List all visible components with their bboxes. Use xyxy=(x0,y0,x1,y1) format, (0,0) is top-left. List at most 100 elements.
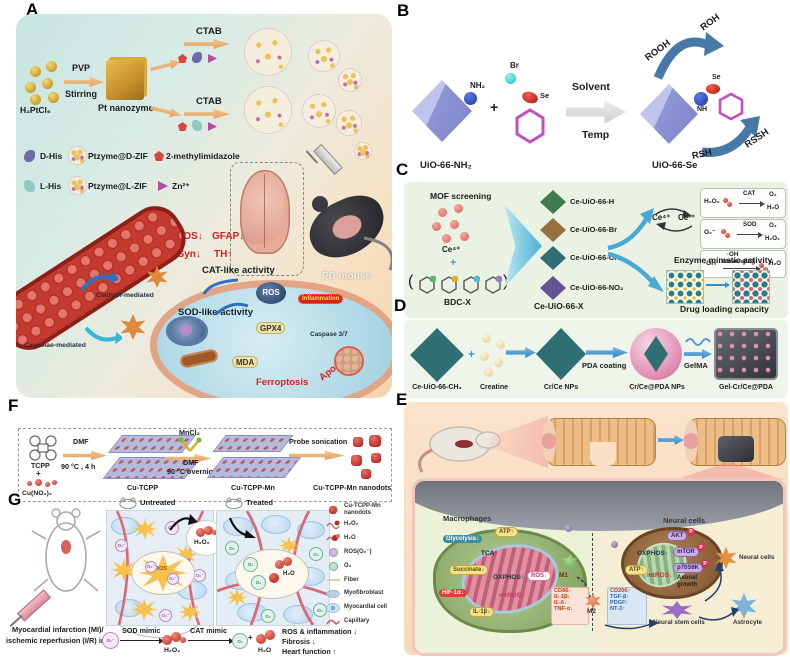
plus-sign: + xyxy=(36,469,41,478)
spinal-cross-section xyxy=(542,420,556,462)
cat-arrow xyxy=(739,199,765,209)
arrow xyxy=(506,347,536,358)
asyn-down-label: α-Syn↓ xyxy=(168,249,201,260)
ce-uio66-no2-label: Ce-UiO-66-NO₂ xyxy=(570,283,624,292)
atp2-badge: ATP↑ xyxy=(625,565,648,575)
o2minus-label: O₂⁻ xyxy=(117,542,126,548)
legend-label: H₂O xyxy=(344,534,356,541)
o2-label: O₂ xyxy=(313,551,319,557)
ce-ion xyxy=(460,232,469,241)
astrocyte-label: Astrocyte xyxy=(733,619,763,626)
creatine-dot xyxy=(482,334,491,343)
phospho-p: P xyxy=(701,560,709,568)
outcome-3: Heart function ↑ xyxy=(282,647,337,656)
uio66-nh2-octahedron xyxy=(412,80,472,142)
caveolae-label: Caveolae-mediated xyxy=(24,342,86,349)
h2ptcl6-label: H₂PtCl₆ xyxy=(20,105,51,115)
d-his-label: D-His xyxy=(40,151,63,161)
gfap-down-label: GFAP↓ xyxy=(212,231,245,242)
outcome-1: ROS & inflammation ↓ xyxy=(282,627,358,636)
branch-arrow-top xyxy=(607,208,654,251)
treated-label: Treated xyxy=(246,498,274,507)
panel-e-letter: E xyxy=(396,390,408,409)
ros-down-label: ROS↓ xyxy=(176,231,203,242)
clathrin-arrow xyxy=(80,272,118,292)
nanodot xyxy=(369,435,381,447)
legend-item: Myofibroblast xyxy=(326,588,398,600)
m1-cytokine-1: CD86↓ xyxy=(554,588,572,594)
ptzyme-zif-particle xyxy=(244,28,292,76)
superoxide-dot: O₂⁻ xyxy=(102,632,119,649)
o2-label: O₂ xyxy=(229,545,235,551)
sod-enzyme: SOD xyxy=(743,221,757,228)
o2-label: O₂ xyxy=(247,562,254,567)
nsc-arrow-right xyxy=(698,607,739,621)
cat-reaction-box: H₂O₂ CAT O₂ H₂O xyxy=(700,188,786,218)
h2o-molecule xyxy=(275,557,293,569)
pda-coating-label: PDA coating xyxy=(582,361,627,370)
oxygen-dot: O₂ xyxy=(225,541,239,555)
sod-mimic-arrow xyxy=(120,636,164,646)
ce-uio66-h-label: Ce-UiO-66-H xyxy=(570,197,615,206)
ptzyme-d-zif-label: Ptzyme@D-ZIF xyxy=(88,151,148,161)
oxygen-dot: O₂ xyxy=(261,609,275,623)
d-his-icon xyxy=(24,150,35,162)
legend-label: ROS(O₂⁻) xyxy=(344,548,372,555)
glycolysis-badge: Glycolysis↓ xyxy=(443,535,483,543)
hif-badge: HIF-1α↓ xyxy=(439,589,467,597)
se-atom-2 xyxy=(706,84,720,94)
nanozyme-dots xyxy=(721,229,731,239)
h2o2-molecule xyxy=(196,526,217,538)
m2-cytokine-3: PDGF↑ xyxy=(610,599,629,606)
untreated-label: Untreated xyxy=(140,498,176,507)
spinal-cross-section xyxy=(684,420,698,462)
sod-product2: H₂O₂ xyxy=(765,235,780,242)
th-up-label: TH↑ xyxy=(214,249,233,260)
mncl2-molecule xyxy=(178,437,202,452)
drug-loading-arrow xyxy=(706,281,730,289)
legend-item: Myocardial cell xyxy=(326,602,398,614)
fiber-icon xyxy=(326,579,340,581)
ce-uio66-x-label: Ce-UiO-66-X xyxy=(534,301,584,311)
legend-label: Capillary xyxy=(344,618,370,625)
reaction-arrow xyxy=(566,100,626,124)
nanodot-icon xyxy=(326,505,340,514)
ce-uio66-ch3-octahedron xyxy=(410,328,464,382)
paren-open: ( xyxy=(408,273,414,290)
legend-label: Myofibroblast xyxy=(344,590,384,597)
released-vesicle xyxy=(565,525,572,532)
cat-product2: H₂O xyxy=(767,204,780,211)
cu-no3-label: Cu(NO₃)₂ xyxy=(22,490,52,497)
panel-f: TCPP + Cu(NO₃)₂ DMF 90 °C , 4 h Cu-TCPP … xyxy=(18,428,392,502)
o2minus-label: O₂⁻ xyxy=(195,572,204,578)
oxygen-dot: O₂ xyxy=(309,547,323,561)
legend-label: Cu-TCPP-Mn nanodots xyxy=(344,503,381,516)
axonal-label-2: growth xyxy=(677,582,697,588)
mouse-glyph-treated xyxy=(225,497,243,509)
o2minus-label: O₂⁻ xyxy=(146,564,156,569)
oh-arrow xyxy=(723,264,761,274)
capillary-icon xyxy=(326,618,340,626)
oxphos2-label: OXPHOS↑ xyxy=(637,550,669,557)
panel-g-letter: G xyxy=(8,490,22,509)
mouse-glyph-untreated xyxy=(119,497,137,509)
screening-funnel-arrow xyxy=(504,204,542,288)
arrow xyxy=(684,348,712,360)
mncl2-label: MnCl₂ xyxy=(179,428,200,437)
zn-ion-icon xyxy=(158,181,168,191)
nanodot xyxy=(361,469,371,479)
il1b-badge: IL-1β↓ xyxy=(469,607,495,617)
arrow xyxy=(289,450,345,461)
stirring-label: Stirring xyxy=(65,89,98,99)
m1-label: M1 xyxy=(559,572,569,579)
gelma-squiggle xyxy=(685,338,711,346)
ce-uio66-br-label: Ce-UiO-66-Br xyxy=(570,225,618,234)
legend-item: O₂ xyxy=(326,560,398,572)
injury-gap xyxy=(590,442,616,466)
o2minus-label: O₂⁻ xyxy=(106,637,115,643)
legend-item: ROS(O₂⁻) xyxy=(326,546,398,558)
nanozyme-dots xyxy=(759,263,769,273)
h2o2-bubble-label: H₂O₂ xyxy=(194,539,210,546)
nh2-label: NH₂ xyxy=(470,81,486,90)
